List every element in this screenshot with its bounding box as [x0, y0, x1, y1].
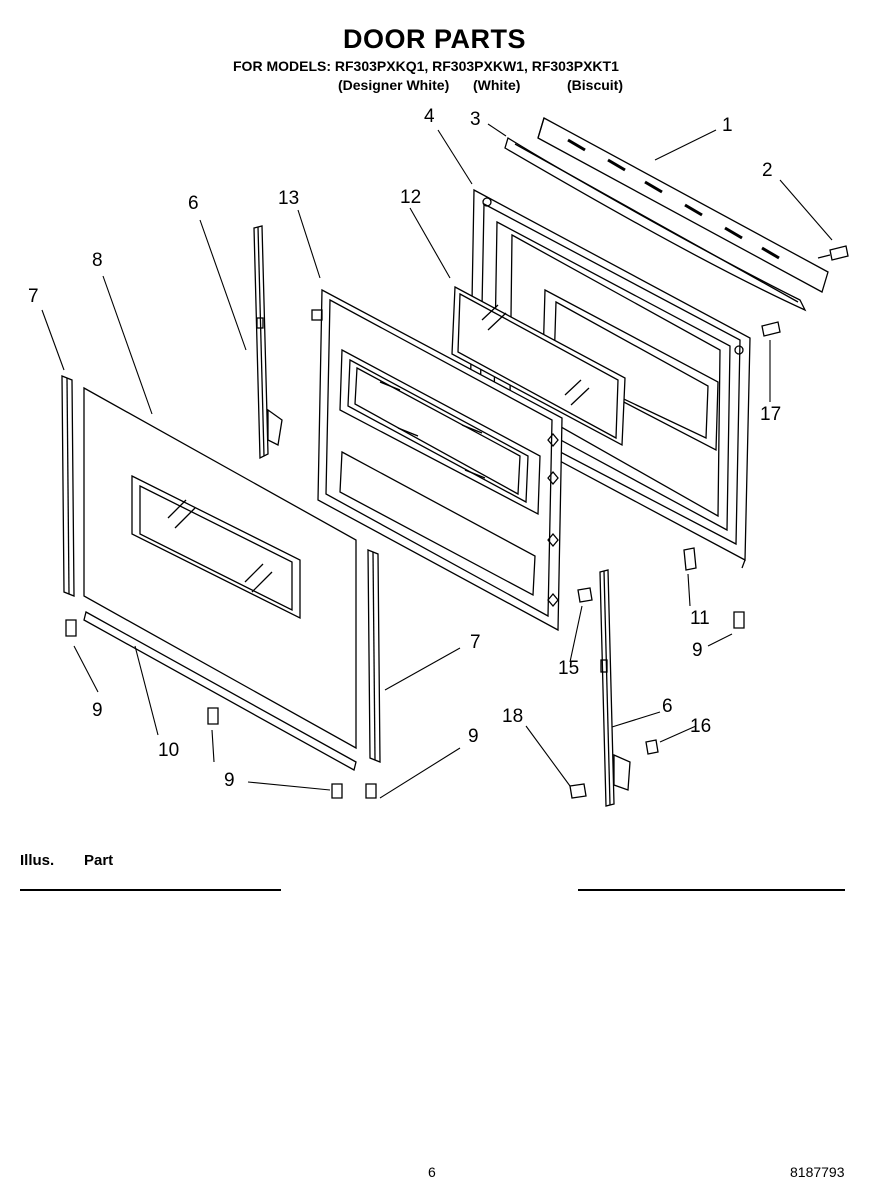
part-clip-16 [645, 739, 659, 755]
callout-1: 1 [722, 115, 733, 136]
callout-9-left: 9 [92, 700, 103, 721]
part-vent-trim [537, 117, 829, 293]
callout-6-right: 6 [662, 696, 673, 717]
part-hinge-channel-right [599, 569, 631, 807]
callout-3: 3 [470, 109, 481, 130]
callout-10: 10 [158, 740, 179, 761]
part-screw-18 [569, 783, 587, 799]
part-hinge-channel-left [253, 225, 283, 460]
callout-2: 2 [762, 160, 773, 181]
part-screw-2 [817, 245, 849, 261]
part-side-trim-right [367, 549, 381, 763]
variant-designer-white: (Designer White) [338, 77, 450, 93]
part-side-trim-left [61, 375, 75, 597]
part-trim-strip [504, 137, 807, 312]
callout-9-right: 9 [468, 726, 479, 747]
callout-11: 11 [690, 608, 710, 629]
callout-6-left: 6 [188, 193, 199, 214]
part-door-frame [311, 288, 563, 632]
callout-17: 17 [760, 404, 781, 425]
callout-12: 12 [400, 187, 421, 208]
callout-4: 4 [424, 106, 435, 127]
table-rule-left [20, 889, 281, 891]
callout-16: 16 [690, 716, 711, 737]
part-screws-9 [65, 611, 745, 799]
callout-8: 8 [92, 250, 103, 271]
callout-13: 13 [278, 188, 299, 209]
part-inner-glass [451, 285, 626, 447]
page-title: DOOR PARTS [342, 24, 526, 54]
leader-lines [41, 123, 833, 799]
part-screw-15 [577, 587, 593, 603]
part-screw-17 [761, 321, 781, 337]
exploded-door-diagram: 1 2 3 4 6 6 7 7 8 9 9 9 9 10 11 12 13 15… [28, 106, 849, 807]
part-outer-door-panel [83, 386, 357, 750]
page-number: 6 [428, 1164, 436, 1180]
models-line: FOR MODELS: RF303PXKQ1, RF303PXKW1, RF30… [233, 58, 619, 74]
callout-7-right: 7 [470, 632, 481, 653]
callout-9-far-right: 9 [692, 640, 703, 661]
callout-15: 15 [558, 658, 579, 679]
part-clip-11 [683, 547, 697, 571]
table-rule-right [578, 889, 845, 891]
document-number: 8187793 [790, 1164, 845, 1180]
column-header-part: Part [84, 852, 114, 869]
callout-7-left: 7 [28, 286, 39, 307]
part-bottom-trim [83, 611, 357, 771]
variant-white: (White) [473, 77, 521, 93]
callout-9-bottom: 9 [224, 770, 235, 791]
column-header-illus: Illus. [20, 852, 55, 869]
callout-18: 18 [502, 706, 523, 727]
variant-biscuit: (Biscuit) [567, 77, 623, 93]
